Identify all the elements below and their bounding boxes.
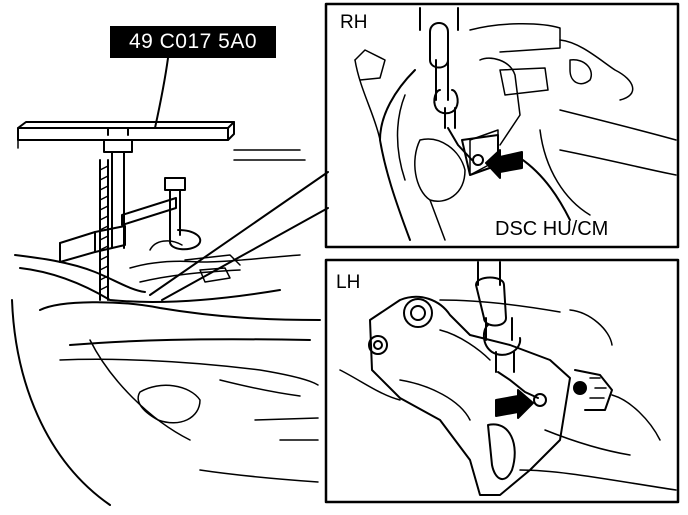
lh-bolt (533, 393, 547, 407)
main-engine-view (11, 57, 329, 506)
angled-arm (121, 197, 177, 226)
tool-leader-line (154, 57, 169, 129)
rh-label: RH (340, 12, 368, 33)
hook-foot (169, 229, 202, 251)
fender-curve (11, 299, 111, 506)
rh-bolt (472, 154, 484, 166)
rh-inset (324, 2, 680, 249)
lh-inset (324, 258, 680, 504)
lh-label: LH (336, 272, 361, 293)
hanger-rod (111, 151, 125, 249)
pointer-line-upper (149, 171, 329, 296)
dsc-hu-cm-label: DSC HU/CM (495, 218, 609, 240)
hanger-block (103, 139, 133, 153)
lh-frame (324, 258, 680, 504)
dsc-leader-line (519, 157, 571, 221)
lh-bracket-plate (369, 295, 571, 496)
support-bar (17, 127, 229, 141)
pointer-line-lower (161, 207, 329, 301)
arrow-right-icon (495, 389, 534, 419)
arrow-left-icon (485, 149, 523, 179)
tool-number-label: 49 C017 5A0 (110, 26, 276, 58)
lower-block (59, 231, 96, 263)
rh-frame (324, 2, 680, 249)
